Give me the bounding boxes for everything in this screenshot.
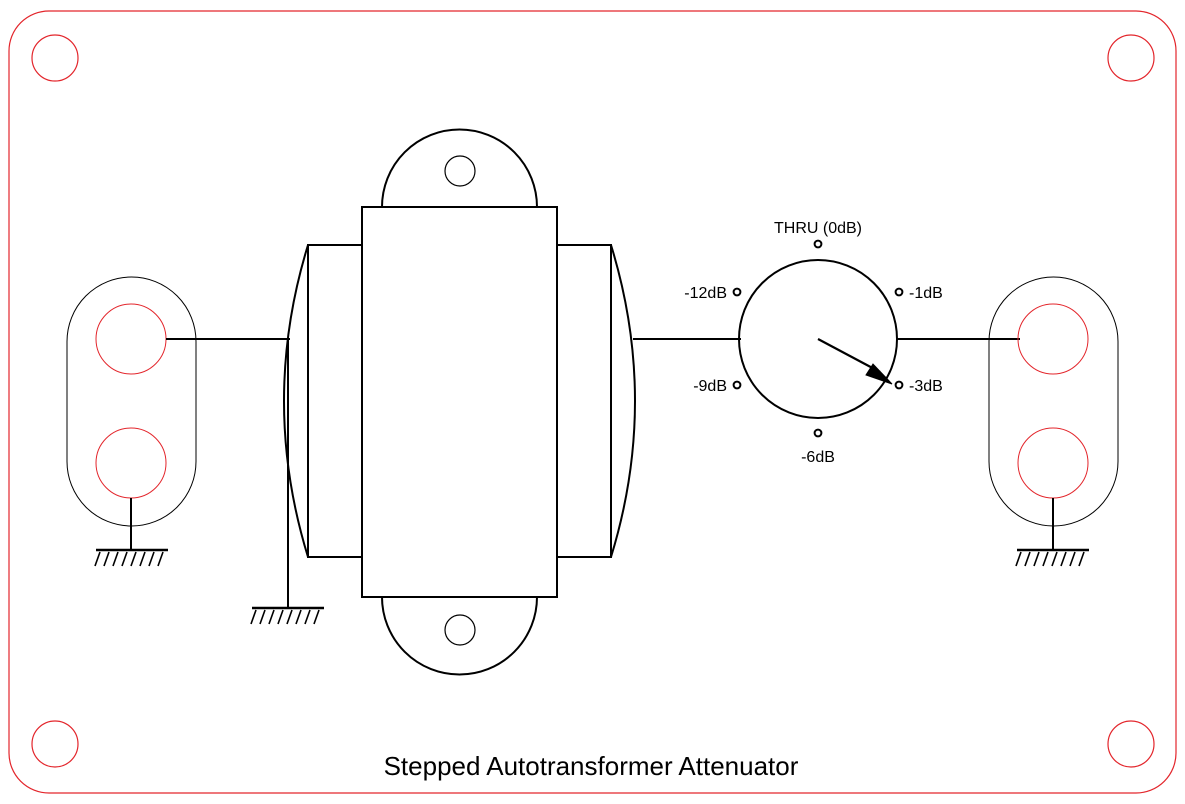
input-ground-jack [95, 427, 167, 499]
detent-dot-thru [813, 239, 823, 249]
output-ground-jack [1017, 427, 1089, 499]
autotransformer [283, 128, 636, 676]
input-binding-post-plate [66, 276, 197, 527]
transformer-left-winding [307, 244, 363, 558]
input-hot-jack [95, 303, 167, 375]
detent-dot-6db [813, 428, 823, 438]
input-ground-symbol [94, 498, 168, 567]
switch-position-label-9db: -9dB [693, 378, 727, 395]
detent-dot-9db [732, 380, 742, 390]
mounting-hole-bottom-right [1107, 720, 1155, 768]
switch-position-label-3db: -3dB [909, 378, 943, 395]
transformer-top-ear-hole [444, 155, 476, 187]
switch-position-label-1db: -1dB [909, 285, 943, 302]
transformer-right-winding [556, 244, 612, 558]
transformer-top-ear [381, 128, 538, 208]
detent-dot-12db [732, 287, 742, 297]
mounting-hole-bottom-left [31, 720, 79, 768]
switch-position-label-thru: THRU (0dB) [774, 220, 862, 237]
panel-outline [8, 10, 1177, 794]
switch-position-label-6db: -6dB [801, 449, 835, 466]
switch-position-label-12db: -12dB [684, 285, 727, 302]
panel-title: Stepped Autotransformer Attenuator [384, 751, 799, 781]
transformer-bottom-ear-hole [444, 614, 476, 646]
transformer-right-winding-bulge [610, 244, 636, 558]
transformer-bottom-ear [381, 596, 538, 676]
transformer-ground-symbol [250, 340, 324, 625]
output-binding-post-plate [988, 276, 1119, 527]
input-binding-posts [66, 276, 197, 527]
mounting-hole-top-right [1107, 34, 1155, 82]
detent-dot-3db [894, 380, 904, 390]
transformer-core [361, 206, 558, 598]
output-binding-posts [988, 276, 1119, 527]
switch-detent-dots [732, 239, 904, 438]
switch-pointer-arrowhead [865, 363, 893, 385]
rotary-attenuation-switch[interactable] [738, 259, 898, 419]
output-hot-jack [1017, 303, 1089, 375]
transformer-left-winding-bulge [283, 244, 309, 558]
detent-dot-1db [894, 287, 904, 297]
output-ground-symbol [1015, 498, 1089, 567]
switch-pointer-shaft [817, 338, 881, 373]
mounting-hole-top-left [31, 34, 79, 82]
